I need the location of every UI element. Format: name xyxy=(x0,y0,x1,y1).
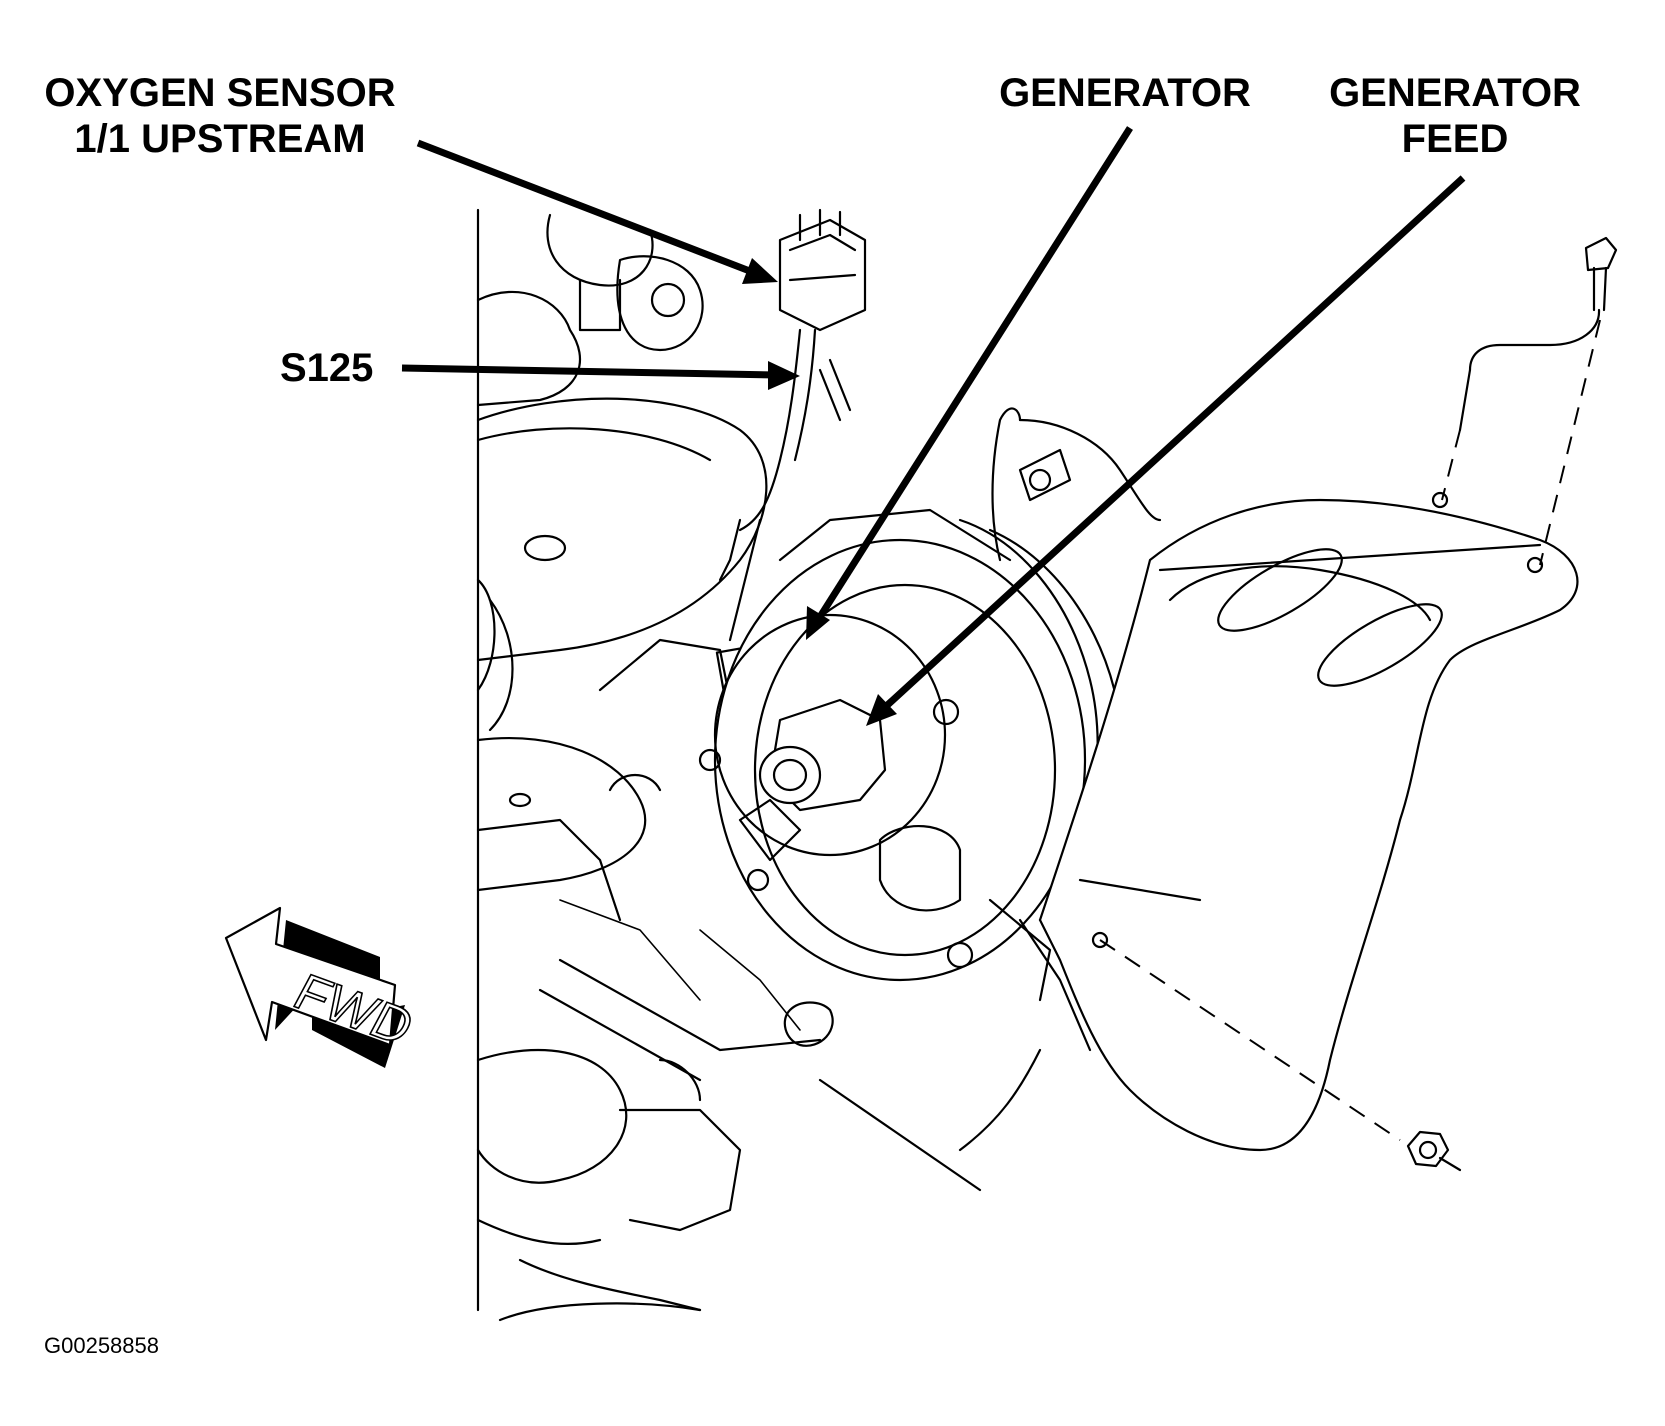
figure-id: G00258858 xyxy=(44,1333,159,1358)
oxygen-sensor-connector xyxy=(718,208,867,642)
s125-label: S125 xyxy=(280,346,374,390)
oxygen-sensor-label-line1: OXYGEN SENSOR xyxy=(44,71,396,115)
generator-feed-label-line2: FEED xyxy=(1401,117,1509,161)
engine-block xyxy=(476,208,834,1322)
fwd-arrow: FWD xyxy=(224,906,424,1068)
heat-shield xyxy=(818,407,1579,1192)
generator-body xyxy=(698,448,1122,1052)
generator-feed-callout: GENERATOR FEED xyxy=(1320,70,1590,162)
fasteners xyxy=(1099,236,1618,1172)
oxygen-sensor-callout: OXYGEN SENSOR 1/1 UPSTREAM xyxy=(30,70,410,162)
oxygen-sensor-label-line2: 1/1 UPSTREAM xyxy=(74,117,366,161)
generator-callout: GENERATOR xyxy=(990,70,1260,116)
s125-callout: S125 xyxy=(280,345,400,391)
generator-feed-label-line1: GENERATOR xyxy=(1329,71,1581,115)
leader-arrows xyxy=(401,126,1466,726)
generator-label: GENERATOR xyxy=(999,71,1251,115)
